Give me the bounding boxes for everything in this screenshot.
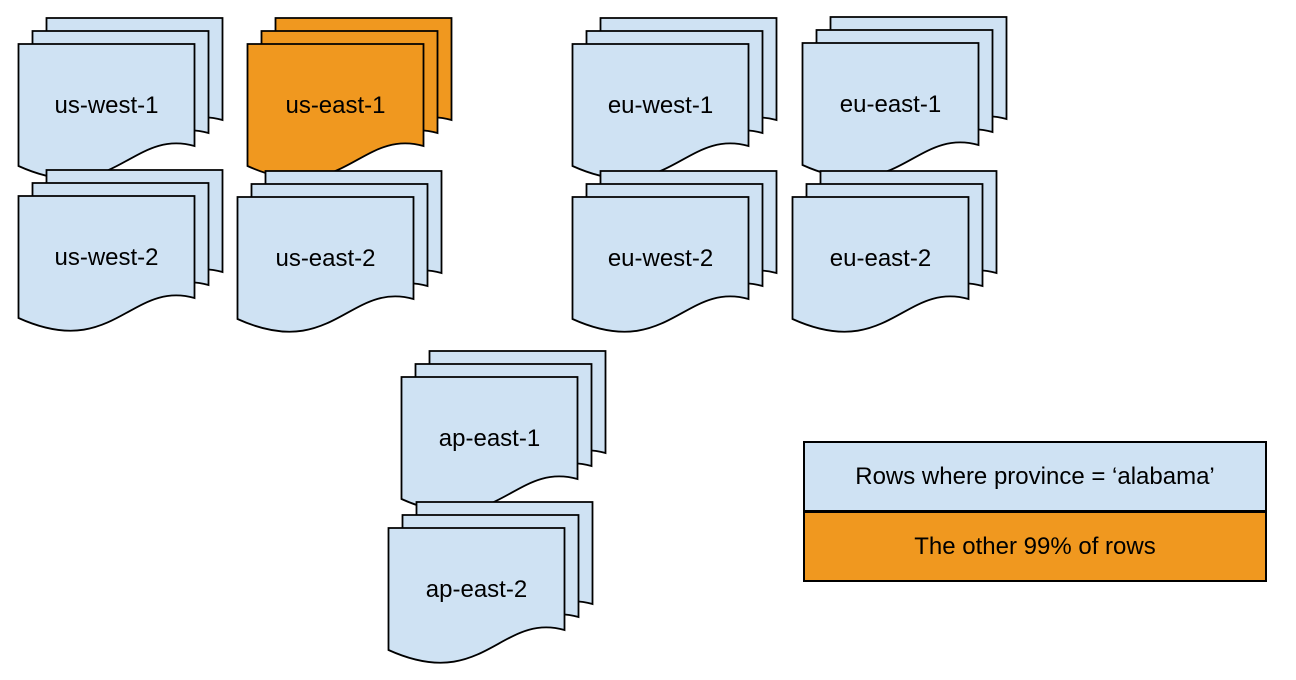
region-stack-us-east-2: us-east-2: [236, 170, 443, 333]
region-label: us-east-1: [285, 92, 385, 119]
legend-item-label: Rows where province = ‘alabama’: [855, 462, 1215, 490]
region-label: us-west-1: [54, 92, 158, 119]
region-stack-eu-west-2: eu-west-2: [571, 170, 778, 333]
region-label: us-east-2: [275, 245, 375, 272]
region-stack-eu-east-2: eu-east-2: [791, 170, 998, 333]
legend-item-other-rows: The other 99% of rows: [805, 513, 1265, 580]
region-label: eu-east-1: [840, 91, 941, 118]
region-label: us-west-2: [54, 244, 158, 271]
region-label: eu-west-2: [608, 245, 713, 272]
region-label: ap-east-2: [426, 576, 527, 603]
legend-item-label: The other 99% of rows: [914, 532, 1156, 560]
region-stack-us-west-1: us-west-1: [17, 17, 224, 180]
region-stack-us-east-1: us-east-1: [246, 17, 453, 180]
region-stack-eu-east-1: eu-east-1: [801, 16, 1008, 179]
region-stack-ap-east-2: ap-east-2: [387, 501, 594, 664]
region-stack-eu-west-1: eu-west-1: [571, 17, 778, 180]
legend: Rows where province = ‘alabama’ The othe…: [803, 441, 1267, 582]
region-label: eu-west-1: [608, 92, 713, 119]
region-label: eu-east-2: [830, 245, 931, 272]
region-stack-ap-east-1: ap-east-1: [400, 350, 607, 513]
region-label: ap-east-1: [439, 425, 540, 452]
region-stack-us-west-2: us-west-2: [17, 169, 224, 332]
legend-item-alabama-rows: Rows where province = ‘alabama’: [805, 443, 1265, 513]
